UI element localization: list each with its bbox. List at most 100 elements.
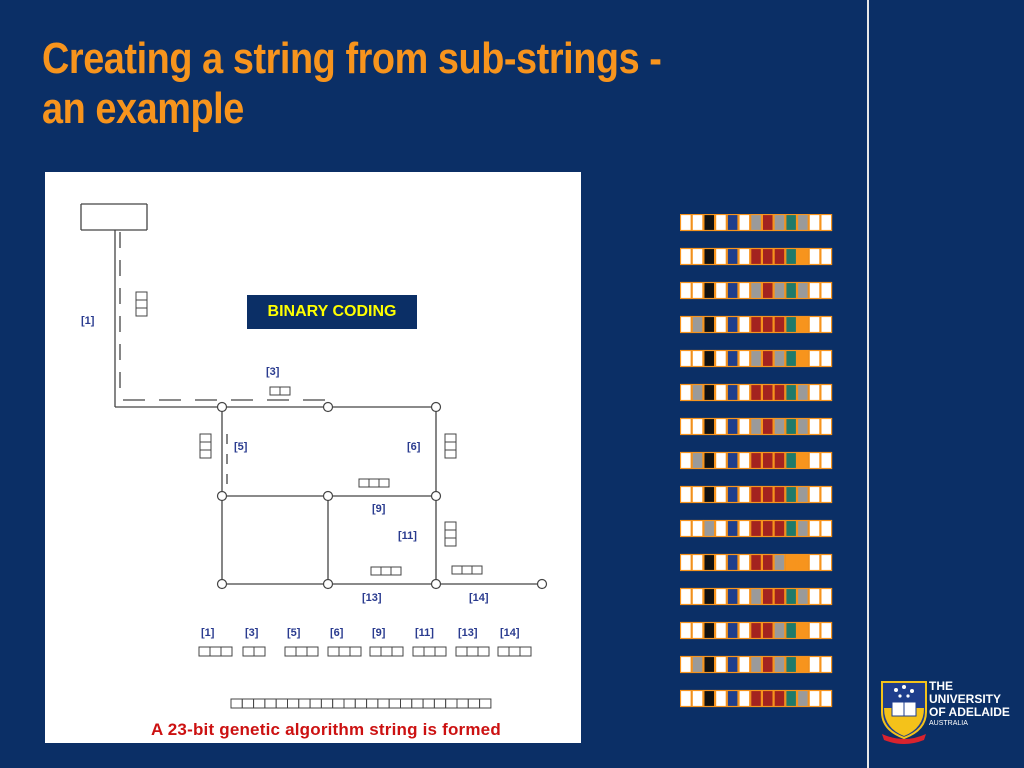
string-bit-cell (275, 698, 288, 709)
legend-label-5: [5] (287, 627, 301, 639)
string-cell (714, 281, 727, 300)
string-cell (738, 621, 751, 640)
label-pipe-14: [14] (469, 592, 489, 604)
university-name: THE UNIVERSITY OF ADELAIDE AUSTRALIA (929, 680, 1020, 728)
string-cell (703, 383, 716, 402)
string-bit-cell (456, 698, 469, 709)
string-cell (726, 553, 739, 572)
population-strings (680, 214, 834, 708)
string-cell (738, 349, 751, 368)
string-cell (808, 281, 821, 300)
figure-caption: A 23-bit genetic algorithm string is for… (151, 720, 501, 739)
string-cell (750, 587, 762, 606)
string-cell (820, 451, 833, 470)
label-pipe-13: [13] (362, 592, 382, 604)
string-cell (680, 383, 692, 402)
label-pipe-5: [5] (234, 441, 248, 453)
string-cell (808, 655, 821, 674)
string-cell (820, 417, 833, 436)
bit-cell (444, 537, 457, 547)
string-cell (738, 281, 751, 300)
string-cell (820, 655, 833, 674)
string-cell (680, 214, 692, 232)
legend-label-3: [3] (245, 627, 259, 639)
legend-bit-cell (209, 646, 222, 657)
string-cell (703, 553, 716, 572)
string-cell (808, 485, 821, 504)
legend-bit-cell (220, 646, 233, 657)
string-cell (796, 689, 809, 708)
node (536, 578, 548, 590)
legend-bit-cell (306, 646, 319, 657)
string-cell (703, 655, 716, 674)
string-cell (691, 383, 704, 402)
string-cell (703, 621, 716, 640)
bit-cell (279, 386, 291, 396)
string-cell (750, 621, 762, 640)
string-cell (808, 349, 821, 368)
string-cell (796, 621, 809, 640)
logo-line-1: THE UNIVERSITY (929, 679, 1002, 706)
legend-label-1: [1] (201, 627, 215, 639)
legend-bit-cell (497, 646, 510, 657)
legend-bit-cell (295, 646, 308, 657)
string-cell (796, 214, 809, 232)
node (430, 401, 442, 413)
string-cell (808, 621, 821, 640)
string-cell (703, 519, 716, 538)
string-cell (761, 214, 774, 232)
crest-motto-ribbon (882, 734, 926, 744)
string-cell (808, 417, 821, 436)
string-cell (680, 247, 692, 266)
string-cell (680, 621, 692, 640)
string-cell (714, 383, 727, 402)
string-cell (726, 315, 739, 334)
string-cell (714, 247, 727, 266)
legend-bit-cell (412, 646, 425, 657)
string-cell (726, 349, 739, 368)
string-bit-cell (411, 698, 424, 709)
string-cell (785, 417, 798, 436)
label-pipe-1: [1] (81, 315, 95, 327)
string-bit-cell (241, 698, 255, 709)
bit-cell (471, 565, 483, 575)
string-bit-cell (298, 698, 311, 709)
string-cell (750, 451, 762, 470)
string-cell (750, 417, 762, 436)
node (322, 578, 334, 590)
bit-cell (135, 291, 148, 301)
population-string-row (680, 451, 833, 470)
string-cell (691, 451, 704, 470)
string-cell (703, 587, 716, 606)
string-cell (680, 587, 692, 606)
string-cell (750, 553, 762, 572)
string-cell (808, 315, 821, 334)
string-cell (714, 315, 727, 334)
population-strings-graphic (680, 214, 833, 708)
string-cell (714, 655, 727, 674)
string-cell (808, 587, 821, 606)
population-string-row (680, 553, 833, 572)
population-string-row (680, 349, 833, 368)
string-bit-cell (309, 698, 322, 709)
string-cell (738, 315, 751, 334)
legend-bit-cell (284, 646, 297, 657)
population-string-row (680, 214, 833, 232)
string-cell (761, 451, 774, 470)
string-cell (691, 485, 704, 504)
string-cell (738, 451, 751, 470)
legend-label-9: [9] (372, 627, 386, 639)
string-cell (808, 553, 821, 572)
legend-bit-cell (338, 646, 351, 657)
bit-cell (370, 566, 382, 576)
string-cell (820, 349, 833, 368)
bit-cell (390, 566, 402, 576)
string-cell (773, 247, 786, 266)
population-string-row (680, 655, 833, 674)
legend-bit-cell (434, 646, 447, 657)
string-cell (703, 315, 716, 334)
population-string-row (680, 519, 833, 538)
legend-bit-cell (242, 646, 255, 657)
string-cell (680, 417, 692, 436)
string-cell (761, 553, 774, 572)
